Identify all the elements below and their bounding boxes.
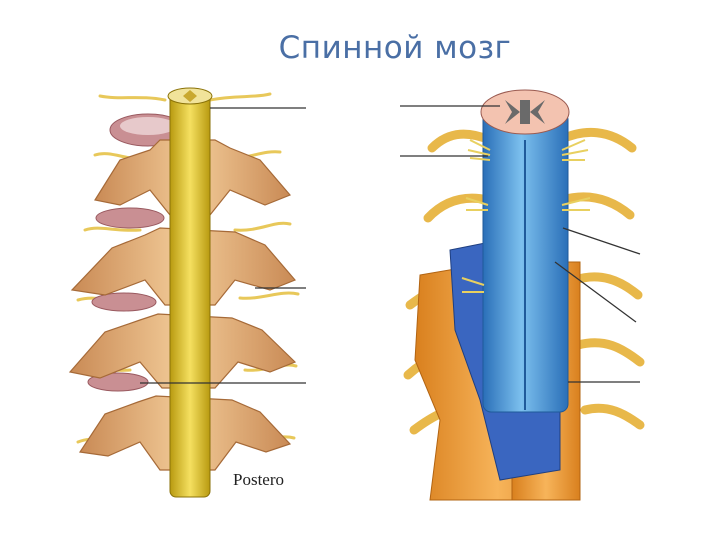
leader-lines-right	[400, 105, 641, 383]
meninges-figure	[400, 89, 645, 501]
figure-caption: Postero	[233, 470, 284, 489]
disc-top-surface	[120, 117, 176, 135]
slide-title: Спинной мозг	[278, 30, 512, 66]
spinal-cord	[169, 91, 211, 498]
nerve-rootlets	[461, 139, 591, 293]
leader-lines-left	[140, 107, 306, 384]
grey-matter-mark	[183, 90, 197, 102]
grey-matter-butterfly	[505, 100, 545, 124]
vertebral-column-figure	[68, 87, 306, 498]
grey-matter-commissure	[520, 100, 530, 124]
